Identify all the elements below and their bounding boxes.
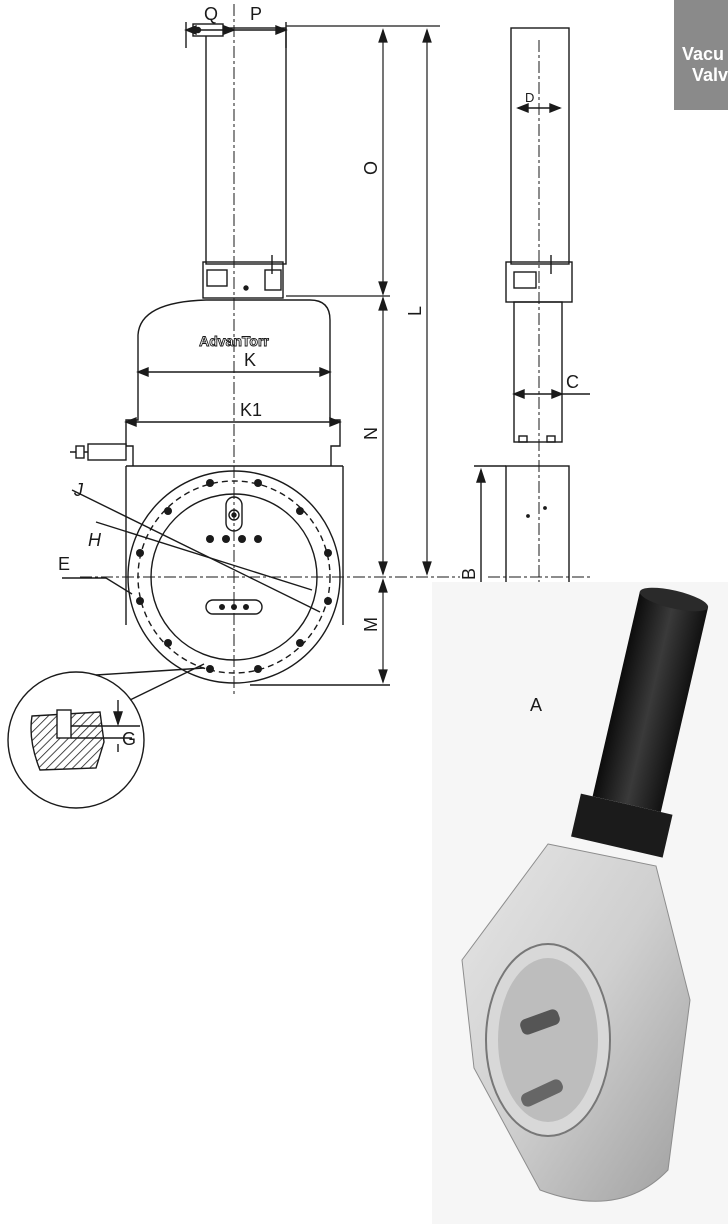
labels: Q P D O L N M B K K1 C J H E A G AdvanTo… [58, 4, 579, 749]
label-B: B [459, 568, 479, 580]
cable-connector [87, 443, 127, 461]
label-K: K [244, 350, 256, 370]
label-Q: Q [204, 4, 218, 24]
label-D: D [525, 90, 534, 105]
label-J: J [73, 480, 84, 500]
bolt-holes [136, 479, 332, 673]
side-stem-housing [513, 301, 563, 443]
valve-photo [432, 582, 728, 1224]
bonnet-outline [125, 299, 341, 466]
vertical-dimensions [286, 25, 440, 684]
actuator-base [202, 261, 284, 299]
label-A: A [530, 695, 542, 715]
label-O: O [361, 161, 381, 175]
section-tab-line2: Valv [692, 65, 728, 85]
photo-actuator [592, 591, 709, 813]
actuator-cylinder [205, 27, 287, 265]
detail-view [7, 663, 205, 809]
label-L: L [405, 306, 425, 316]
section-tab: Vacu Valv [674, 0, 728, 110]
label-N: N [361, 427, 381, 440]
label-P: P [250, 4, 262, 24]
label-E: E [58, 554, 70, 574]
side-actuator [510, 27, 570, 265]
label-C: C [566, 372, 579, 392]
label-H: H [88, 530, 102, 550]
label-K1: K1 [240, 400, 262, 420]
front-view [62, 4, 460, 694]
label-M: M [361, 617, 381, 632]
label-G: G [122, 729, 136, 749]
section-tab-line1: Vacu [682, 44, 725, 64]
brand-plate: AdvanTorr [199, 333, 269, 349]
